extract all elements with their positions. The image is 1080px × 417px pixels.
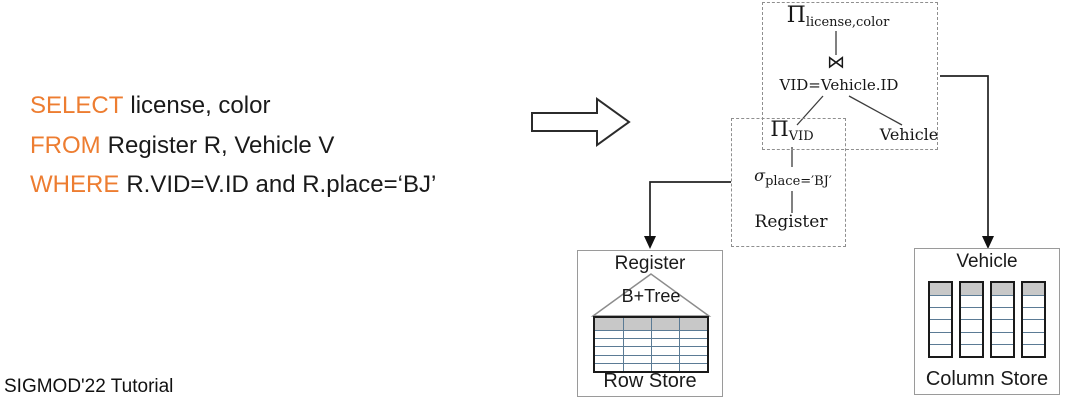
column-cell (992, 295, 1013, 307)
plan-projection-top: Πlicense,color (787, 5, 890, 29)
column-header-cell (930, 283, 951, 295)
table-cell (651, 330, 679, 339)
column-store-caption: Column Store (925, 368, 1049, 390)
projection-vid-attrs: VID (788, 128, 814, 144)
column-cell (1023, 331, 1044, 344)
table-cell (679, 318, 707, 330)
sql-keyword-from: FROM (30, 131, 101, 159)
sql-select-args: license, color (130, 92, 271, 119)
table-cell (651, 354, 679, 363)
column-cell (992, 343, 1013, 356)
column-cell (930, 343, 951, 356)
column-cell (961, 319, 982, 331)
column-cell (930, 295, 951, 307)
column-segment (928, 281, 953, 358)
plan-group-join-box (762, 2, 938, 150)
table-cell (679, 338, 707, 347)
column-cell (961, 307, 982, 319)
table-cell (679, 354, 707, 363)
row-store-title: Register (614, 253, 686, 274)
column-header-cell (1023, 283, 1044, 295)
table-cell (595, 346, 623, 354)
table-cell (679, 346, 707, 355)
table-cell (651, 338, 679, 347)
edge-join-to-projvid (796, 95, 824, 126)
arrowhead-row-store-icon (644, 236, 656, 249)
sql-keyword-where: WHERE (30, 171, 120, 198)
column-segment (959, 281, 984, 358)
table-cell (595, 338, 623, 346)
row-store-table (593, 316, 709, 373)
row-store-box: Register Row Store (577, 250, 723, 397)
column-cell (961, 295, 982, 307)
column-cell (961, 331, 982, 344)
column-store-title: Vehicle (956, 251, 1018, 272)
column-cell (992, 307, 1013, 319)
table-cell (595, 330, 623, 338)
transform-arrow-icon (531, 97, 631, 147)
column-cell (1023, 295, 1044, 307)
arrow-to-row-store (649, 181, 731, 238)
column-header-cell (961, 283, 982, 295)
column-segment (990, 281, 1015, 358)
row-store-caption: Row Store (603, 370, 697, 392)
sql-keyword-select: SELECT (30, 92, 124, 119)
arrowhead-column-store-icon (982, 236, 994, 249)
plan-group-scan-box (731, 118, 846, 247)
column-segment (1021, 281, 1046, 358)
table-cell (595, 354, 623, 363)
projection-operator: Π (786, 3, 806, 28)
table-cell (623, 318, 651, 330)
column-cell (992, 331, 1013, 344)
arrow-to-column-store (940, 75, 989, 238)
slide-footer: SIGMOD'22 Tutorial (4, 376, 174, 397)
column-store-box: Vehicle Column Store (914, 248, 1060, 395)
table-cell (595, 318, 623, 330)
selection-operator: σ (754, 166, 766, 185)
column-cell (1023, 319, 1044, 331)
column-cell (930, 319, 951, 331)
table-cell (679, 330, 707, 339)
sql-where-args: R.VID=V.ID and R.place=‘BJ’ (126, 171, 437, 198)
plan-selection: σplace=′BJ′ (754, 168, 832, 188)
table-cell (623, 338, 651, 347)
table-cell (623, 362, 651, 371)
table-cell (623, 330, 651, 339)
table-cell (623, 354, 651, 363)
plan-projection-vid: ΠVID (770, 119, 813, 143)
table-cell (679, 362, 707, 371)
table-cell (595, 362, 623, 371)
column-cell (961, 343, 982, 356)
edge-join-to-vehicle (848, 95, 903, 126)
plan-leaf-vehicle: Vehicle (879, 125, 939, 144)
join-condition: VID=Vehicle.ID (779, 76, 899, 94)
selection-predicate: place=′BJ′ (765, 173, 832, 189)
column-cell (1023, 307, 1044, 319)
column-cell (1023, 343, 1044, 356)
table-cell (651, 346, 679, 355)
column-cell (930, 307, 951, 319)
table-cell (651, 362, 679, 371)
column-cell (992, 319, 1013, 331)
btree-label: B+Tree (621, 286, 681, 306)
sql-from-args: Register R, Vehicle V (107, 131, 335, 159)
projection-top-attrs: license,color (805, 14, 890, 30)
table-cell (651, 318, 679, 330)
column-header-cell (992, 283, 1013, 295)
join-operator-icon: ⋈ (827, 52, 845, 73)
column-cell (930, 331, 951, 344)
projection-operator: Π (770, 117, 789, 141)
table-cell (623, 346, 651, 355)
plan-leaf-register: Register (754, 212, 828, 232)
